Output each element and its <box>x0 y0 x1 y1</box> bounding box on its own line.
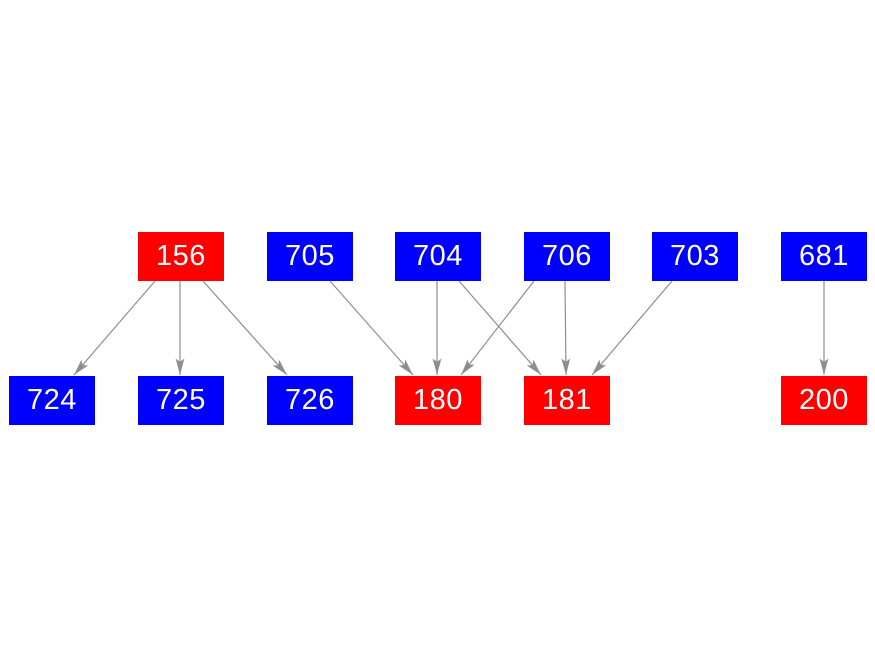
edge-156-724 <box>73 280 156 376</box>
node-156: 156 <box>138 232 224 281</box>
node-704: 704 <box>395 232 481 281</box>
node-724: 724 <box>9 376 95 425</box>
node-725: 725 <box>138 376 224 425</box>
node-681: 681 <box>781 232 867 281</box>
node-726: 726 <box>267 376 353 425</box>
edge-703-181 <box>591 280 673 376</box>
node-200: 200 <box>781 376 867 425</box>
node-705: 705 <box>267 232 353 281</box>
edges-group <box>73 280 829 376</box>
edge-705-180 <box>329 280 414 376</box>
edge-706-180 <box>460 280 535 376</box>
edge-706-181 <box>561 280 571 376</box>
edge-156-726 <box>202 280 288 376</box>
node-180: 180 <box>395 376 481 425</box>
edge-704-181 <box>458 280 542 376</box>
node-181: 181 <box>524 376 610 425</box>
node-703: 703 <box>652 232 738 281</box>
node-706: 706 <box>524 232 610 281</box>
